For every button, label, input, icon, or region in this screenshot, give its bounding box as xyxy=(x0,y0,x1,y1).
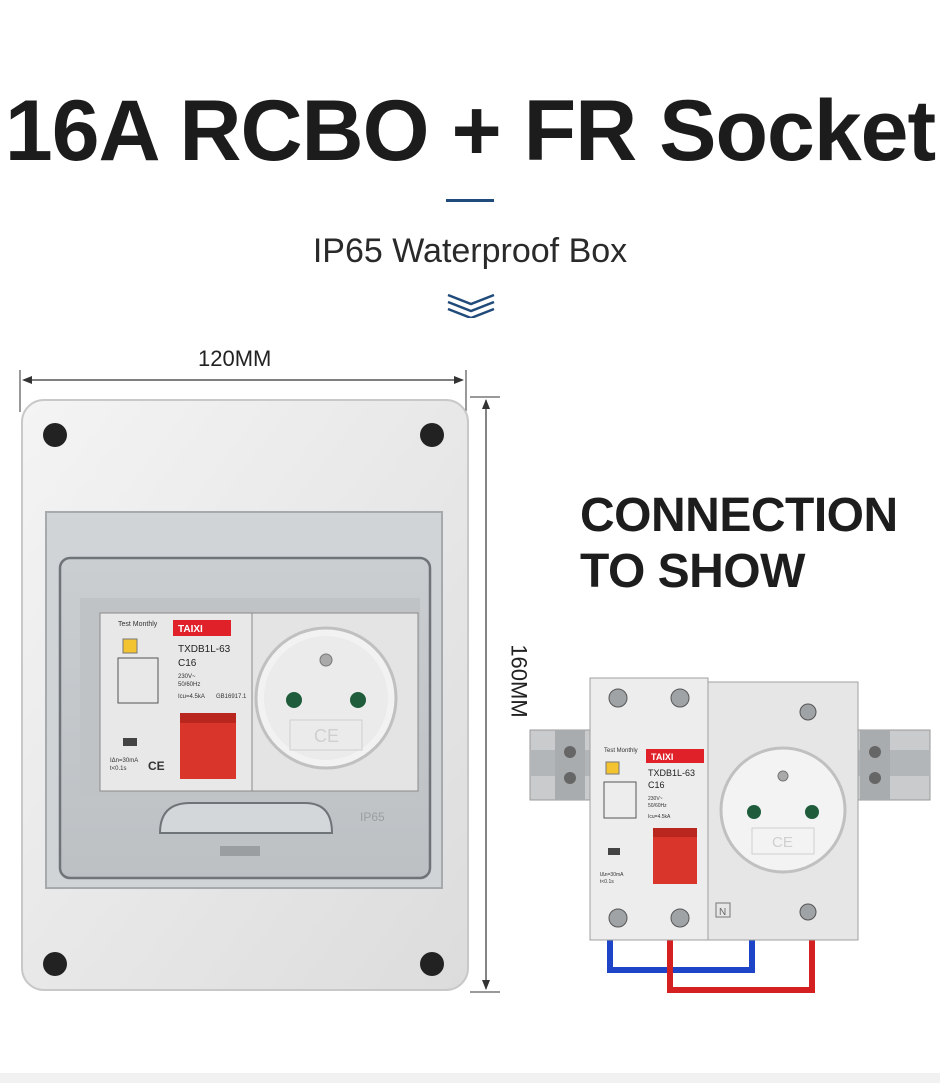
svg-text:Icu=4.5kA: Icu=4.5kA xyxy=(178,694,205,700)
connection-heading: CONNECTION TO SHOW xyxy=(580,488,898,600)
width-dimension-label: 120MM xyxy=(198,346,272,371)
svg-text:IΔn=30mA: IΔn=30mA xyxy=(600,872,624,878)
page-title: 16A RCBO + FR Socket xyxy=(4,83,936,179)
chevron-down-icon xyxy=(447,293,495,318)
svg-text:TXDB1L-63: TXDB1L-63 xyxy=(648,768,695,778)
wire-red xyxy=(667,932,815,993)
wire-blue xyxy=(607,932,755,973)
connection-line-1: CONNECTION xyxy=(580,489,898,542)
svg-text:CE: CE xyxy=(314,726,339,746)
svg-text:C16: C16 xyxy=(648,780,665,790)
svg-text:230V~: 230V~ xyxy=(178,674,196,680)
screw-icon xyxy=(420,952,444,976)
svg-text:Test Monthly: Test Monthly xyxy=(118,621,158,628)
svg-text:GB16917.1: GB16917.1 xyxy=(216,694,247,700)
screw-icon xyxy=(43,423,67,447)
svg-text:TXDB1L-63: TXDB1L-63 xyxy=(178,644,231,655)
svg-text:t<0.1s: t<0.1s xyxy=(110,766,127,772)
svg-text:50/60Hz: 50/60Hz xyxy=(648,803,667,809)
svg-text:CE: CE xyxy=(772,834,793,851)
svg-text:IP65: IP65 xyxy=(360,810,385,824)
screw-icon xyxy=(43,952,67,976)
svg-text:C16: C16 xyxy=(178,658,197,669)
waterproof-box: TAIXI Test Monthly TXDB1L-63 C16 230V~ 5… xyxy=(21,399,469,991)
page-subtitle: IP65 Waterproof Box xyxy=(312,232,628,270)
connection-line-2: TO SHOW xyxy=(580,545,805,598)
svg-text:Icu=4.5kA: Icu=4.5kA xyxy=(648,814,671,820)
screw-icon xyxy=(420,423,444,447)
svg-text:N: N xyxy=(719,907,726,918)
svg-text:TAIXI: TAIXI xyxy=(651,752,673,762)
svg-text:230V~: 230V~ xyxy=(648,796,663,802)
svg-text:TAIXI: TAIXI xyxy=(178,624,203,635)
bottom-strip xyxy=(0,1073,940,1083)
svg-text:CE: CE xyxy=(148,759,165,773)
svg-text:Test Monthly: Test Monthly xyxy=(604,748,638,754)
connection-diagram: TAIXI Test Monthly TXDB1L-63 C16 230V~ 5… xyxy=(529,677,931,993)
svg-text:50/60Hz: 50/60Hz xyxy=(178,682,200,688)
svg-text:t<0.1s: t<0.1s xyxy=(600,879,614,885)
svg-text:IΔn=30mA: IΔn=30mA xyxy=(110,758,138,764)
title-divider xyxy=(446,199,494,202)
